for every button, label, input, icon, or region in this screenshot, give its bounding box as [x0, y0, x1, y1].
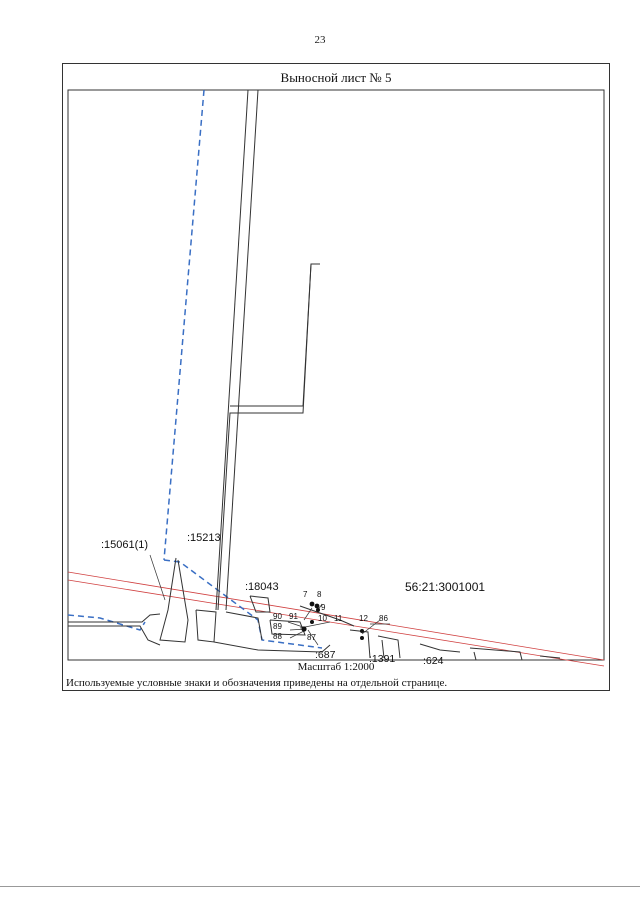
point-marker-7: [309, 601, 315, 607]
parcel-label-687: :687: [315, 649, 336, 661]
map-area-frame: [67, 89, 605, 661]
point-label-89: 89: [273, 622, 282, 631]
point-label-90: 90: [273, 612, 282, 621]
scale-label: Масштаб 1:2000: [297, 661, 375, 673]
point-label-12: 12: [359, 614, 368, 623]
point-label-11: 11: [334, 614, 343, 623]
dashed-boundary: [67, 89, 323, 649]
point-marker-12: [360, 629, 364, 633]
parcel-boundaries: [68, 89, 561, 661]
point-label-87: 87: [307, 633, 316, 642]
block-label: 56:21:3001001: [405, 580, 485, 594]
parcel-label-15213: :15213: [187, 532, 221, 544]
point-label-86: 86: [379, 614, 388, 623]
point-label-91: 91: [289, 612, 298, 621]
point-marker-87: [301, 626, 307, 632]
point-label-9: 9: [321, 603, 326, 612]
page-bottom-rule: [0, 886, 640, 887]
point-label-8: 8: [317, 590, 322, 599]
parcel-label-18043: :18043: [245, 581, 279, 593]
legend-note: Используемые условные знаки и обозначени…: [66, 677, 448, 689]
page-number: 23: [314, 34, 326, 46]
point-label-7: 7: [303, 590, 308, 599]
parcel-label-1391: :1391: [369, 653, 395, 665]
point-marker-8: [314, 603, 320, 609]
point-marker-9: [316, 608, 320, 612]
point-marker-86: [360, 636, 364, 640]
sheet-title: Выносной лист № 5: [280, 70, 392, 85]
parcel-label-624: :624: [423, 655, 444, 667]
point-label-88: 88: [273, 632, 282, 641]
sheet-frame: [62, 63, 610, 691]
point-marker-10: [310, 620, 314, 624]
point-label-10: 10: [318, 614, 327, 623]
boundary-points: [301, 601, 364, 640]
parcel-label-15061: :15061(1): [101, 539, 148, 551]
